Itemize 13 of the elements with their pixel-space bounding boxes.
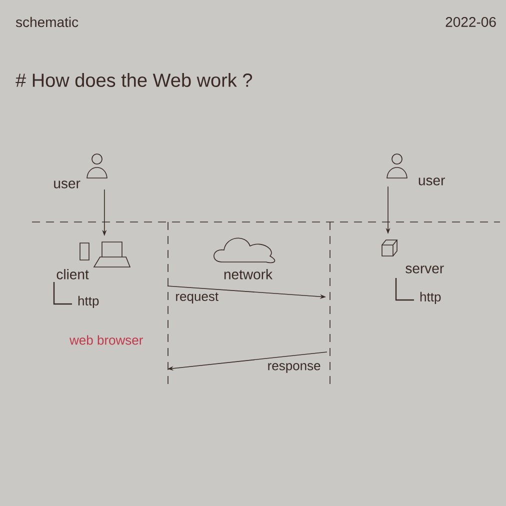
annotation-text: http [78,296,99,308]
node-label: server [406,266,444,274]
annotation-text: web browser [70,335,143,345]
edge-label: response [266,362,322,374]
node-label: client [56,269,89,280]
annotation-text: http [420,292,441,304]
edge-label: request [174,291,220,305]
node-label: user [418,178,445,186]
title: # How does the Web work ? [16,73,252,87]
node-label: user [54,180,80,188]
label-text: schematic [16,16,78,28]
node-label: network [224,269,273,280]
label-text: 2022-06 [446,17,496,27]
